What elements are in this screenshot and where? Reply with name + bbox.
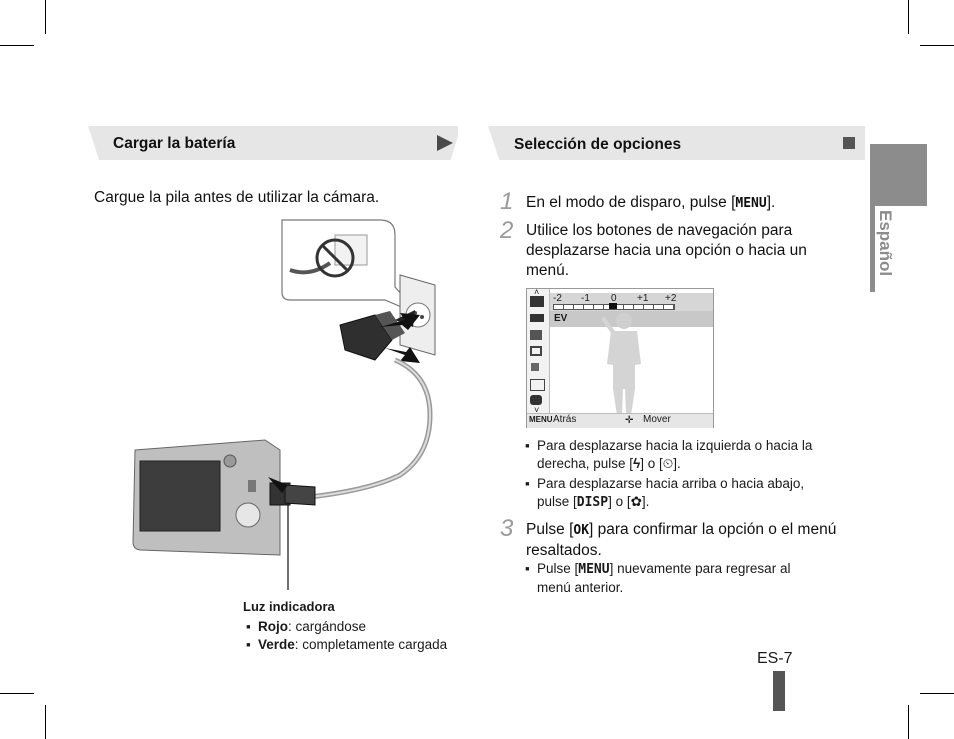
crop-mark (45, 705, 46, 739)
step-3-text: Pulse [OK] para confirmar la opción o el… (526, 521, 837, 559)
section-bar-cargar (88, 126, 458, 160)
ev-label: EV (554, 313, 568, 324)
ev-icon (530, 296, 544, 307)
square-marker-icon (843, 137, 855, 149)
menu-button-glyph: MENU (735, 196, 767, 211)
intro-text: Cargue la pila antes de utilizar la cáma… (94, 189, 380, 206)
crop-mark (0, 45, 34, 46)
bullet-left-right: ▪ Para desplazarse hacia la izquierda o … (525, 438, 813, 471)
move-cross-icon: ✛ (625, 415, 634, 426)
lcd-back-label: Atrás (553, 414, 577, 425)
lcd-screen: ˄ ˅ -2 -1 0 +1 +2 EV MENU Atrás ✛ Mover (526, 287, 714, 428)
lcd-icon-column: ˄ ˅ (527, 287, 550, 427)
indicator-red: ▪ Rojo: cargándose (246, 619, 367, 634)
side-tab-label: Español (876, 210, 895, 277)
lcd-bottom-bar (527, 413, 713, 428)
person-silhouette (601, 313, 641, 415)
macro-flower-icon: ✿ (630, 494, 642, 509)
flash-icon: ϟ (633, 456, 641, 471)
page-number: ES-7 (757, 650, 793, 667)
lcd-move-label: Mover (643, 414, 671, 425)
camera-body (132, 439, 291, 556)
indicator-heading: Luz indicadora (243, 599, 335, 614)
bullet-menu-return: ▪ Pulse [MENU] nuevamente para regresar … (525, 561, 791, 595)
ok-button-glyph: OK (573, 523, 590, 538)
indicator-green: ▪ Verde: completamente cargada (246, 637, 448, 652)
section-bar-seleccion (488, 126, 865, 160)
section-title-seleccion: Selección de opciones (514, 136, 682, 153)
step-number-1: 1 (500, 188, 514, 215)
quality-icon (530, 379, 545, 391)
step-2-text: Utilice los botones de navegación para d… (526, 222, 807, 279)
crop-mark (908, 705, 909, 739)
crop-mark (45, 0, 46, 34)
menu-button-glyph: MENU (578, 562, 610, 577)
play-arrow-icon (437, 135, 453, 151)
page-number-bar (773, 671, 785, 711)
side-tab-strip (870, 206, 875, 292)
ev-scale-indicator (609, 303, 617, 309)
smart-filter-icon (530, 395, 542, 405)
iso-icon (530, 330, 542, 340)
metering-icon (531, 363, 539, 371)
bullet-up-down: ▪ Para desplazarse hacia arriba o hacia … (525, 476, 805, 510)
step-1-text: En el modo de disparo, pulse [MENU]. (526, 194, 776, 211)
face-detect-icon (530, 346, 542, 356)
crop-mark (920, 45, 954, 46)
crop-mark (920, 693, 954, 694)
section-title-cargar: Cargar la batería (113, 135, 236, 152)
down-arrow-icon: ˅ (534, 405, 540, 415)
up-arrow-icon: ˄ (534, 287, 540, 297)
no-plug-callout (281, 219, 421, 316)
step-number-2: 2 (500, 217, 514, 244)
lcd-menu-label: MENU (529, 415, 553, 424)
side-tab-block (870, 144, 927, 206)
size-icon (530, 314, 544, 322)
crop-mark (0, 693, 34, 694)
charging-illustration (132, 219, 436, 590)
step-number-3: 3 (500, 515, 514, 542)
disp-button-glyph: DISP (576, 495, 609, 510)
crop-mark (908, 0, 909, 34)
timer-icon: ⏲ (662, 456, 674, 471)
